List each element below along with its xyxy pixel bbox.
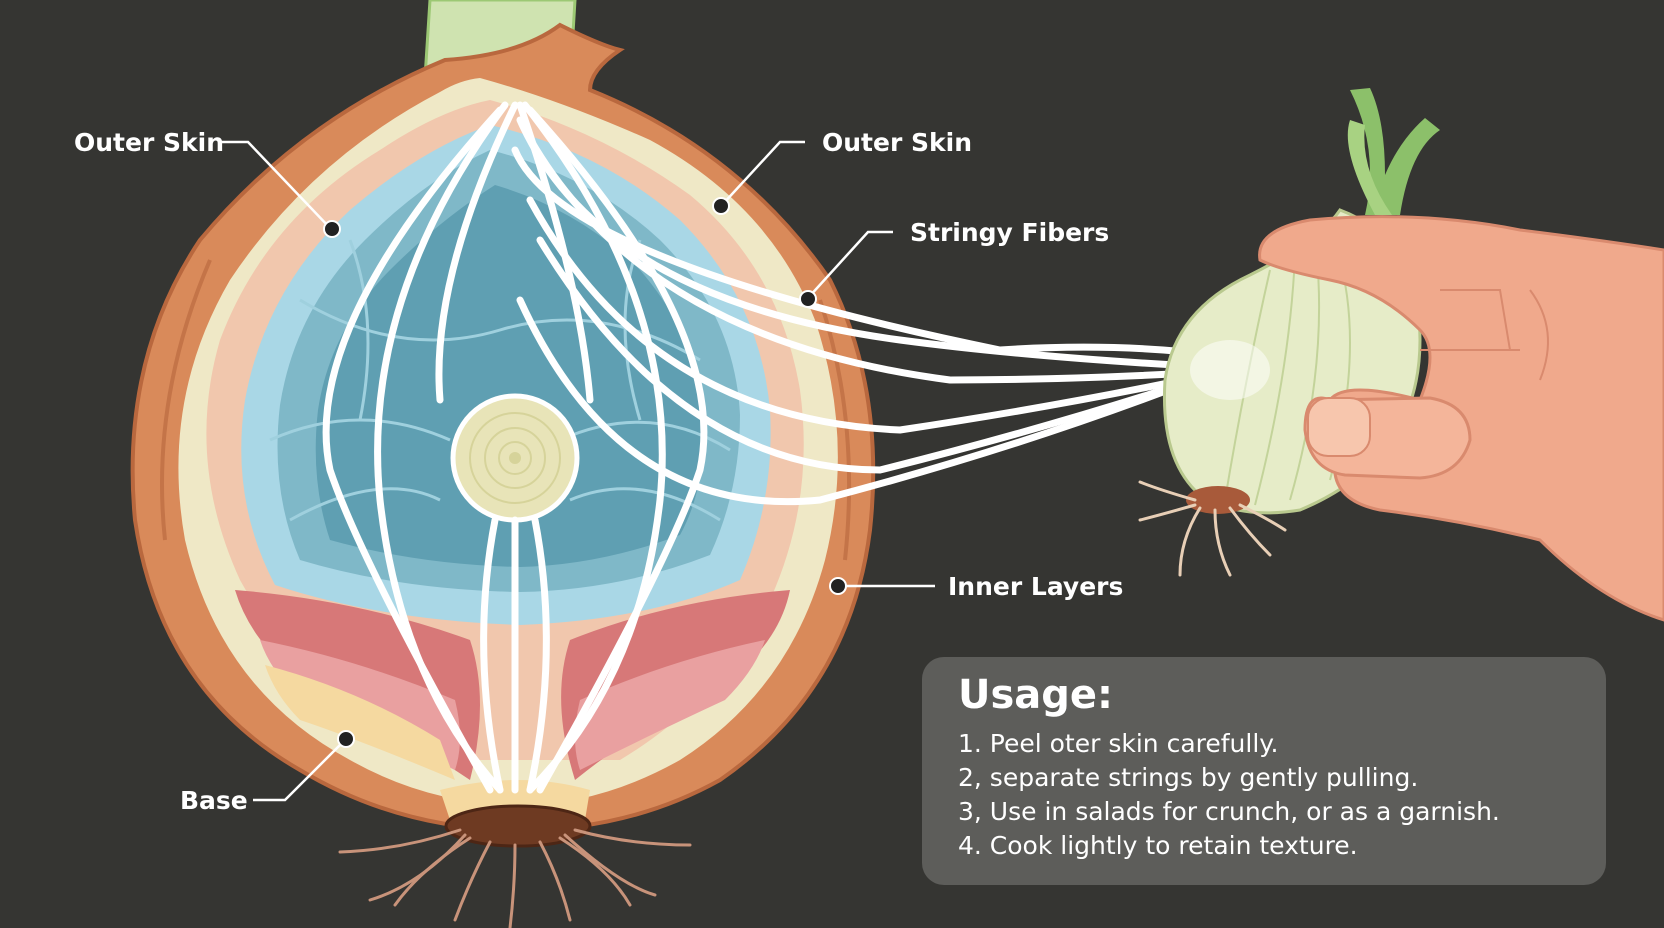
roots — [338, 828, 692, 928]
label-base: Base — [180, 786, 248, 815]
pulled-fibers — [511, 116, 1279, 506]
usage-title: Usage: — [958, 672, 1114, 718]
thumbnail — [1307, 397, 1371, 457]
root-plate — [444, 804, 592, 848]
leader-lines — [218, 140, 935, 802]
label-outer-skin-left: Outer Skin — [74, 128, 224, 157]
usage-step: 1. Peel oter skin carefully. — [958, 729, 1279, 758]
label-stringy-fibers: Stringy Fibers — [910, 218, 1110, 247]
inner-fibers — [322, 101, 708, 794]
usage-step: 2, separate strings by gently pulling. — [958, 763, 1419, 792]
usage-steps-list: 1. Peel oter skin carefully. 2, separate… — [958, 727, 1500, 863]
small-onion-base — [1186, 486, 1250, 514]
leader-dots — [323, 197, 847, 748]
usage-step: 3, Use in salads for crunch, or as a gar… — [958, 797, 1500, 826]
small-onion-roots — [1138, 480, 1287, 577]
label-outer-skin-right: Outer Skin — [822, 128, 972, 157]
usage-panel: Usage: 1. Peel oter skin carefully. 2, s… — [922, 657, 1606, 885]
usage-step: 4. Cook lightly to retain texture. — [958, 831, 1358, 860]
label-inner-layers: Inner Layers — [948, 572, 1124, 601]
